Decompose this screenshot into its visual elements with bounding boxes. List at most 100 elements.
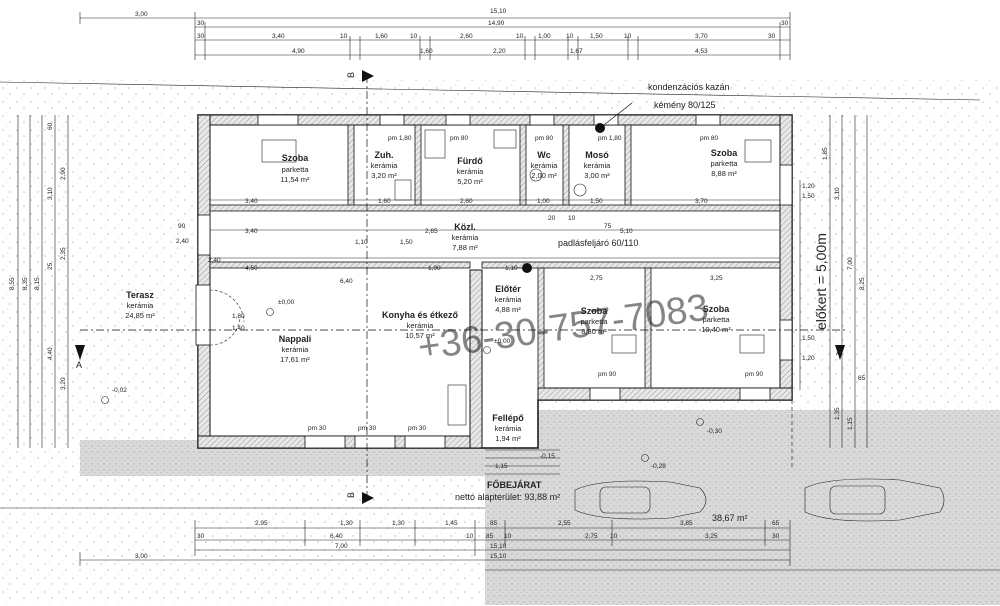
inner-dim: 1,90 — [428, 265, 441, 272]
dim-top-15: 1,50 — [590, 33, 603, 40]
dim-bot-5: 85 — [490, 520, 498, 527]
dim-left-3: 8,15 — [34, 277, 41, 290]
room-kitchen: Konyha és étkező kerámia 10,57 m² — [382, 310, 459, 340]
section-b-bottom: B — [346, 492, 356, 498]
dim-right-4: 8,25 — [859, 277, 866, 290]
window-label: pm 80 — [700, 135, 718, 142]
dim-right-5: 1,20 — [802, 183, 815, 190]
fixtures — [261, 129, 772, 426]
dim-bot-8: 65 — [772, 520, 780, 527]
room-area: 7,88 m² — [452, 243, 478, 252]
dim-top-6: 30 — [197, 33, 205, 40]
dim-right-10: 1,15 — [847, 417, 854, 430]
inner-dim: 1,00 — [537, 198, 550, 205]
room-laundry: Mosó kerámia 3,00 m² — [584, 150, 612, 180]
dim-right-11: 65 — [858, 375, 866, 382]
room-name: Szoba — [703, 304, 730, 314]
dim-bot-3: 1,30 — [392, 520, 405, 527]
top-dimensions: 3,00 15,10 30 14,90 30 30 3,40 10 1,60 1… — [79, 8, 791, 60]
inner-dim: 5,10 — [620, 228, 633, 235]
dim-right-7: 1,50 — [802, 335, 815, 342]
dim-top-4: 14,90 — [488, 20, 505, 27]
dim-top-7: 3,40 — [272, 33, 285, 40]
room-area: 24,85 m² — [125, 311, 155, 320]
room-step: Fellépő kerámia 1,94 m² — [492, 413, 524, 443]
dim-top-12: 10 — [516, 33, 524, 40]
room-name: Szoba — [282, 153, 309, 163]
dim-left-6: 25 — [47, 262, 54, 270]
room-area: 10,57 m² — [405, 331, 435, 340]
net-area-label: nettó alapterület: 93,88 m² — [455, 492, 560, 502]
dim-bot-14: 2,75 — [585, 533, 598, 540]
dim-bot-20: 3,00 — [135, 553, 148, 560]
room-floor: kerámia — [531, 161, 559, 170]
room-area: 3,00 m² — [584, 171, 610, 180]
room-floor: kerámia — [495, 424, 523, 433]
interior-dims: 3,40 1,60 2,60 1,00 1,50 3,70 3,40 2,65 … — [210, 198, 780, 470]
dim-top-13: 1,00 — [538, 33, 551, 40]
entrance-stairs — [485, 449, 560, 475]
dim-top-16: 10 — [624, 33, 632, 40]
dim-top-11: 2,60 — [460, 33, 473, 40]
dim-right-8: 1,20 — [802, 355, 815, 362]
inner-dim: 3,25 — [710, 275, 723, 282]
dim-bot-12: 85 — [486, 533, 494, 540]
inner-dim: 1,15 — [495, 463, 508, 470]
room-name: Zuh. — [375, 150, 394, 160]
dim-top-21: 2,20 — [493, 48, 506, 55]
section-a-right: A — [836, 347, 842, 357]
dim-left-7: 2,35 — [60, 247, 67, 260]
dim-bot-6: 2,55 — [558, 520, 571, 527]
room-name: Fellépő — [492, 413, 524, 423]
dim-bot-18: 7,00 — [335, 543, 348, 550]
dim-bot-10: 6,40 — [330, 533, 343, 540]
room-area: 8,88 m² — [711, 169, 737, 178]
dim-bot-2: 1,30 — [340, 520, 353, 527]
room-area: 8,80 m² — [581, 327, 607, 336]
inner-dim: 2,75 — [590, 275, 603, 282]
dim-bot-9: 30 — [197, 533, 205, 540]
room-area: 10,40 m² — [701, 325, 731, 334]
inner-dim: 4,50 — [245, 265, 258, 272]
section-lines: A A B B — [75, 70, 845, 504]
boiler-label: kondenzációs kazán — [648, 82, 730, 92]
inner-dim: 3,40 — [245, 198, 258, 205]
dim-top-1: 3,00 — [135, 11, 148, 18]
dim-left-4: 3,10 — [47, 187, 54, 200]
entrance-label: FŐBEJÁRAT — [487, 479, 542, 490]
driveway-area-label: 38,67 m² — [712, 513, 748, 523]
room-floor: kerámia — [282, 345, 310, 354]
window-label: pm 90 — [745, 371, 763, 378]
inner-dim: 20 — [548, 215, 556, 222]
level-step: -0,15 — [540, 453, 555, 460]
dim-top-14: 10 — [566, 33, 574, 40]
room-floor: kerámia — [127, 301, 155, 310]
level-terrace: -0,02 — [112, 387, 127, 394]
dim-top-9: 1,60 — [375, 33, 388, 40]
room-floor: parketta — [281, 165, 309, 174]
chimney-label: kémény 80/125 — [654, 100, 716, 110]
room-bedroom-4: Szoba parketta 10,40 m² — [701, 304, 731, 334]
room-area: 3,20 m² — [371, 171, 397, 180]
dim-top-10: 10 — [410, 33, 418, 40]
room-bathroom: Fürdő kerámia 5,20 m² — [457, 156, 485, 186]
level-kitchen: ±0,00 — [494, 338, 511, 345]
room-area: 2,00 m² — [531, 171, 557, 180]
inner-dim: 1,10 — [355, 239, 368, 246]
chimney-marker: kondenzációs kazán kémény 80/125 padlásf… — [522, 82, 730, 273]
room-terrace: Terasz kerámia 24,85 m² — [125, 290, 155, 320]
room-area: 1,94 m² — [495, 434, 521, 443]
window-label: pm 1,80 — [388, 135, 412, 142]
dim-bot-1: 2,95 — [255, 520, 268, 527]
room-floor: kerámia — [457, 167, 485, 176]
dim-left-5: 2,90 — [60, 167, 67, 180]
dim-bot-4: 1,45 — [445, 520, 458, 527]
left-dimensions: 8,55 8,35 8,15 3,10 2,90 25 2,35 4,40 3,… — [9, 115, 69, 448]
dim-bot-21: 15,10 — [490, 553, 507, 560]
attic-label: padlásfeljáró 60/110 — [558, 238, 638, 248]
room-area: 11,54 m² — [280, 175, 310, 184]
room-floor: kerámia — [452, 233, 480, 242]
dim-bot-11: 10 — [466, 533, 474, 540]
dim-top-17: 3,70 — [695, 33, 708, 40]
room-area: 17,61 m² — [280, 355, 310, 364]
